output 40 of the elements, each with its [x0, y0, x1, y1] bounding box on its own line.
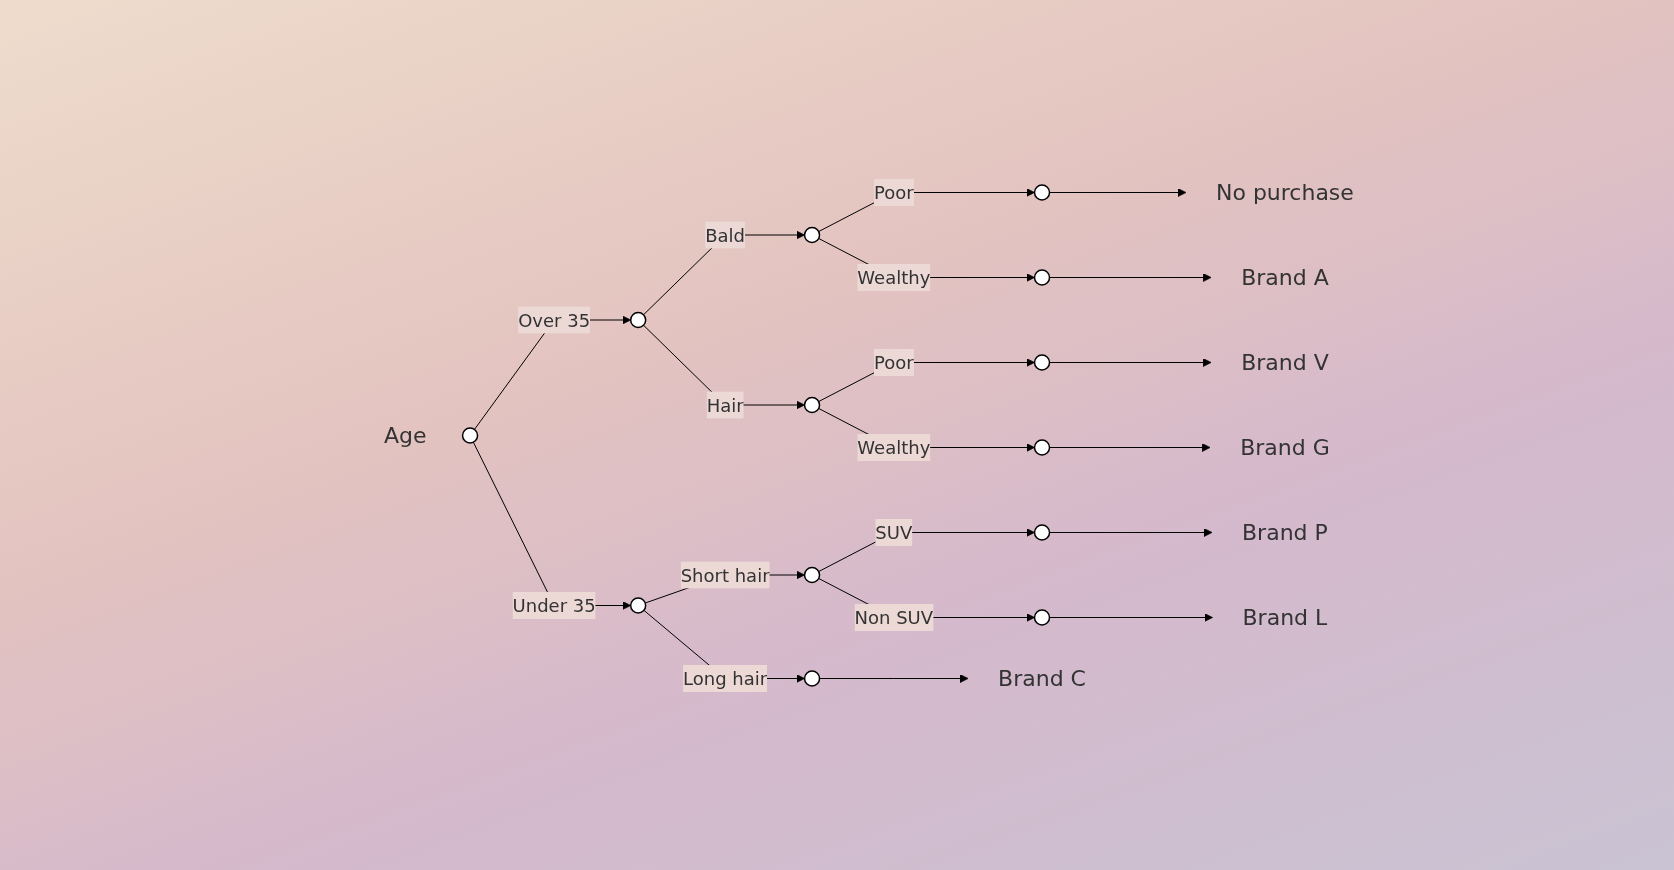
edge-label: Poor — [874, 351, 914, 373]
edge-label: Wealthy — [857, 436, 931, 458]
node-circle — [1033, 438, 1051, 456]
arrow — [1049, 612, 1213, 622]
node-text: Brand A — [1241, 264, 1329, 290]
node-circle — [1033, 353, 1051, 371]
arrow — [1049, 187, 1187, 197]
edge-label: Wealthy — [857, 266, 931, 288]
edge-label: SUV — [875, 521, 913, 543]
node-circle — [803, 396, 821, 413]
node-text: Brand G — [1240, 434, 1330, 460]
arrow — [1049, 442, 1211, 452]
edge-label: Bald — [705, 224, 746, 245]
node-circle — [630, 311, 647, 328]
node-circle — [1033, 608, 1051, 626]
node-circle — [1033, 523, 1051, 541]
node-circle — [1033, 268, 1051, 286]
edge-label: Long hair — [683, 667, 768, 689]
node-circle — [461, 426, 479, 444]
edge-label: Poor — [874, 181, 914, 203]
edge-label: Under 35 — [512, 594, 596, 616]
node-text: Brand P — [1242, 519, 1328, 545]
node-text: Brand L — [1242, 604, 1328, 630]
node-circle — [630, 596, 647, 614]
edge-label: Non SUV — [854, 606, 934, 628]
node-circle — [803, 226, 821, 243]
node-circle — [1033, 183, 1051, 201]
edge-label: Short hair — [680, 564, 770, 585]
node-text: No purchase — [1216, 179, 1354, 205]
arrow — [1049, 527, 1213, 537]
node-circle — [803, 566, 821, 583]
node-text: Brand V — [1241, 349, 1329, 375]
node-text: Brand C — [998, 665, 1087, 691]
arrow — [1049, 357, 1212, 367]
edge-label: Over 35 — [518, 309, 591, 330]
arrow — [819, 673, 969, 683]
edge-label: Hair — [706, 394, 744, 415]
arrow — [1049, 272, 1212, 282]
node-label: Age — [384, 422, 427, 448]
node-circle — [803, 669, 821, 687]
